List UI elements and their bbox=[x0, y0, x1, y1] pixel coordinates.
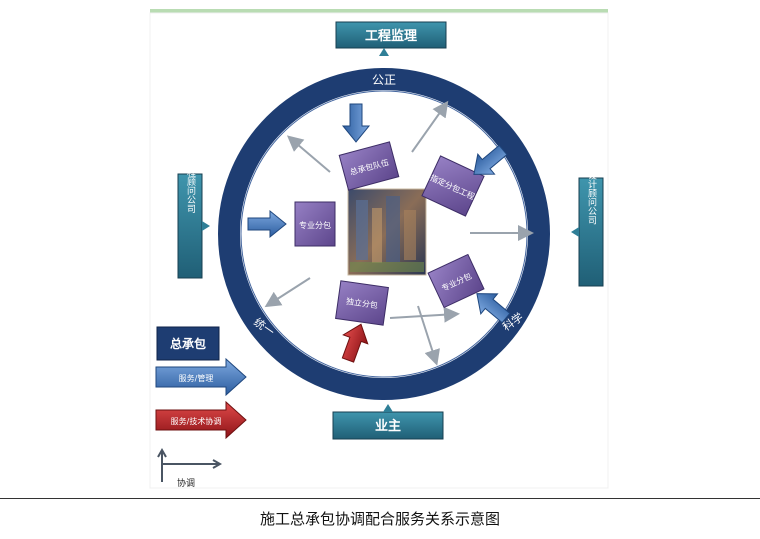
right-box-label: 设计及设计顾问公司 bbox=[586, 143, 597, 224]
figure-caption: 施工总承包协调配合服务关系示意图 bbox=[259, 510, 500, 528]
coord-arrow bbox=[411, 100, 449, 153]
inner-box-bottom-label: 独立分包 bbox=[345, 296, 378, 310]
coord-arrow bbox=[417, 305, 440, 366]
blue-arrow-top bbox=[342, 103, 370, 143]
top-band bbox=[150, 9, 608, 13]
inner-box-upper-right: 指定分包工程 bbox=[421, 155, 485, 217]
legend-title-box bbox=[156, 326, 220, 361]
top-box-pointer bbox=[379, 48, 389, 56]
legend-coord-label: 协调 bbox=[177, 477, 195, 489]
top-box: 工程监理 bbox=[335, 21, 447, 56]
red-arrow-bottom bbox=[341, 323, 369, 363]
coord-arrows bbox=[264, 100, 534, 366]
diagram-canvas: 公正 统一 科学 工程监理 业主 工程顾问公司 设计及设计顾问公司 bbox=[149, 9, 609, 489]
blue-arrow-left bbox=[247, 210, 287, 238]
coord-arrow bbox=[389, 306, 460, 323]
legend-red-label: 服务/技术协调 bbox=[171, 416, 222, 426]
inner-box-top: 总承包队伍 bbox=[338, 141, 400, 191]
left-box-pointer bbox=[202, 221, 210, 231]
legend-blue-label: 服务/管理 bbox=[179, 373, 214, 383]
bottom-box: 业主 bbox=[332, 404, 444, 440]
coord-arrow bbox=[286, 135, 331, 173]
legend-blue-arrow bbox=[155, 357, 247, 397]
legend-title: 总承包 bbox=[170, 336, 206, 351]
bottom-box-label: 业主 bbox=[375, 418, 401, 434]
left-box-label: 工程顾问公司 bbox=[185, 159, 196, 213]
left-box: 工程顾问公司 bbox=[177, 159, 210, 279]
legend: 总承包 服务/管理 服务/技术协调 协调 bbox=[155, 326, 247, 489]
outer-ring bbox=[218, 68, 550, 400]
right-box-pointer bbox=[571, 227, 579, 237]
legend-red-arrow bbox=[155, 400, 247, 440]
legend-coord-icon bbox=[157, 447, 223, 482]
inner-box-bottom: 独立分包 bbox=[335, 280, 389, 326]
right-box: 设计及设计顾问公司 bbox=[571, 143, 604, 287]
top-box-label: 工程监理 bbox=[365, 28, 417, 44]
inner-box-left-label: 专业分包 bbox=[299, 220, 331, 230]
bottom-box-pointer bbox=[383, 404, 393, 412]
caption-rule bbox=[0, 498, 760, 499]
inner-box-lower-right: 专业分包 bbox=[427, 253, 485, 309]
coord-arrow bbox=[264, 277, 311, 308]
center-image bbox=[347, 188, 427, 276]
inner-box-left: 专业分包 bbox=[294, 201, 336, 247]
ring-label-top: 公正 bbox=[372, 73, 396, 87]
frame-border bbox=[149, 12, 609, 489]
